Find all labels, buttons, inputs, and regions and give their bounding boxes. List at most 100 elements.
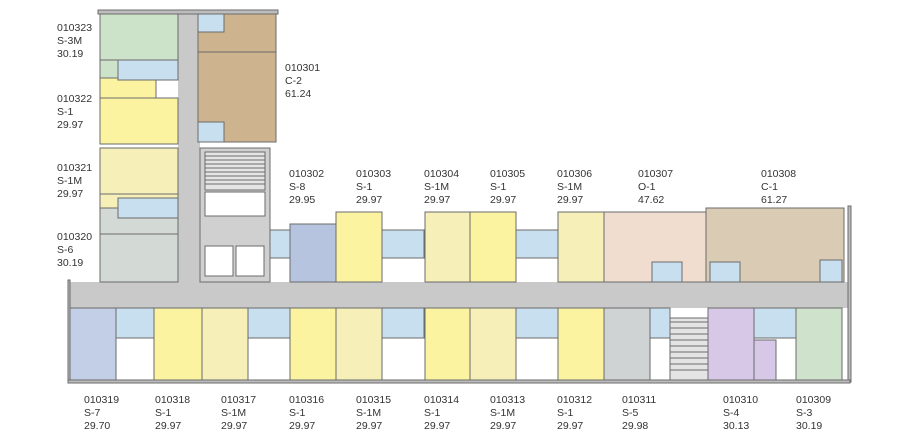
unit-area: 47.62	[638, 194, 665, 206]
unit-type: S-1M	[490, 407, 516, 419]
unit-id: 010318	[155, 394, 191, 406]
stair-elevator-core	[204, 151, 709, 381]
bathroom-13	[649, 307, 671, 339]
vertical-corridor	[178, 12, 200, 294]
unit-id: 010315	[356, 394, 392, 406]
unit-type: C-1	[761, 181, 778, 193]
unit-010304[interactable]	[424, 211, 472, 283]
unit-010323[interactable]	[99, 11, 179, 61]
unit-010314[interactable]	[424, 307, 472, 381]
unit-area: 30.13	[723, 420, 750, 432]
unit-id: 010306	[557, 168, 593, 180]
unit-010322[interactable]	[99, 97, 179, 145]
unit-area: 29.97	[424, 194, 451, 206]
unit-id: 010303	[356, 168, 392, 180]
unit-area: 29.98	[622, 420, 649, 432]
unit-area: 29.95	[289, 194, 316, 206]
unit-rooms	[67, 11, 845, 381]
bathroom-1	[117, 59, 179, 81]
unit-010318[interactable]	[153, 307, 203, 381]
unit-area: 29.97	[57, 188, 84, 200]
bathroom-16	[197, 11, 225, 33]
bathroom-2	[117, 197, 179, 219]
unit-type: S-6	[57, 244, 74, 256]
unit-area: 61.27	[761, 194, 788, 206]
unit-id: 010322	[57, 93, 93, 105]
unit-id: 010321	[57, 162, 93, 174]
unit-type: S-1	[490, 181, 507, 193]
unit-id: 010319	[84, 394, 120, 406]
unit-010322-part[interactable]	[99, 77, 157, 99]
unit-area: 29.97	[356, 194, 383, 206]
bathroom-4	[515, 229, 559, 259]
unit-area: 30.19	[57, 257, 84, 269]
unit-010310[interactable]	[707, 307, 755, 381]
unit-type: S-1	[356, 181, 373, 193]
unit-010313[interactable]	[469, 307, 517, 381]
unit-type: S-1M	[557, 181, 583, 193]
bathroom-15	[197, 121, 225, 143]
unit-010309[interactable]	[795, 307, 843, 381]
unit-010319[interactable]	[67, 307, 117, 381]
unit-area: 29.97	[57, 119, 84, 131]
unit-type: S-1M	[424, 181, 450, 193]
unit-010305[interactable]	[469, 211, 517, 283]
unit-010315[interactable]	[335, 307, 383, 381]
unit-id: 010317	[221, 394, 257, 406]
wall-east	[847, 205, 852, 383]
unit-area: 29.97	[289, 420, 316, 432]
unit-id: 010313	[490, 394, 526, 406]
bathrooms	[115, 11, 843, 339]
bathroom-5	[269, 229, 291, 259]
stair-south	[669, 317, 709, 381]
unit-010316[interactable]	[289, 307, 337, 381]
unit-area: 30.19	[57, 48, 84, 60]
unit-id: 010320	[57, 231, 93, 243]
unit-id: 010308	[761, 168, 797, 180]
unit-id: 010307	[638, 168, 674, 180]
unit-id: 010301	[285, 62, 321, 74]
unit-010303[interactable]	[335, 211, 383, 283]
unit-010317[interactable]	[201, 307, 249, 381]
unit-010320[interactable]	[99, 233, 179, 283]
unit-010302[interactable]	[289, 223, 337, 283]
unit-010310-part[interactable]	[753, 339, 777, 381]
unit-type: S-1M	[356, 407, 382, 419]
bathroom-10	[247, 307, 291, 339]
unit-010321[interactable]	[99, 147, 179, 195]
unit-010311[interactable]	[603, 307, 651, 381]
unit-type: S-1	[289, 407, 306, 419]
unit-area: 29.97	[490, 194, 517, 206]
unit-area: 29.97	[155, 420, 182, 432]
wall-west	[67, 279, 71, 383]
unit-type: S-1M	[57, 175, 83, 187]
unit-type: S-3M	[57, 35, 83, 47]
unit-type: S-1	[57, 106, 74, 118]
unit-id: 010312	[557, 394, 593, 406]
unit-010312[interactable]	[557, 307, 605, 381]
unit-id: 010305	[490, 168, 526, 180]
unit-type: C-2	[285, 75, 302, 87]
unit-type: S-1M	[221, 407, 247, 419]
bathroom-3	[381, 229, 425, 259]
unit-type: O-1	[638, 181, 656, 193]
shaft-openings	[204, 191, 266, 217]
bathroom-14	[753, 307, 797, 339]
unit-id: 010316	[289, 394, 325, 406]
unit-area: 29.97	[557, 194, 584, 206]
unit-010306[interactable]	[557, 211, 605, 283]
